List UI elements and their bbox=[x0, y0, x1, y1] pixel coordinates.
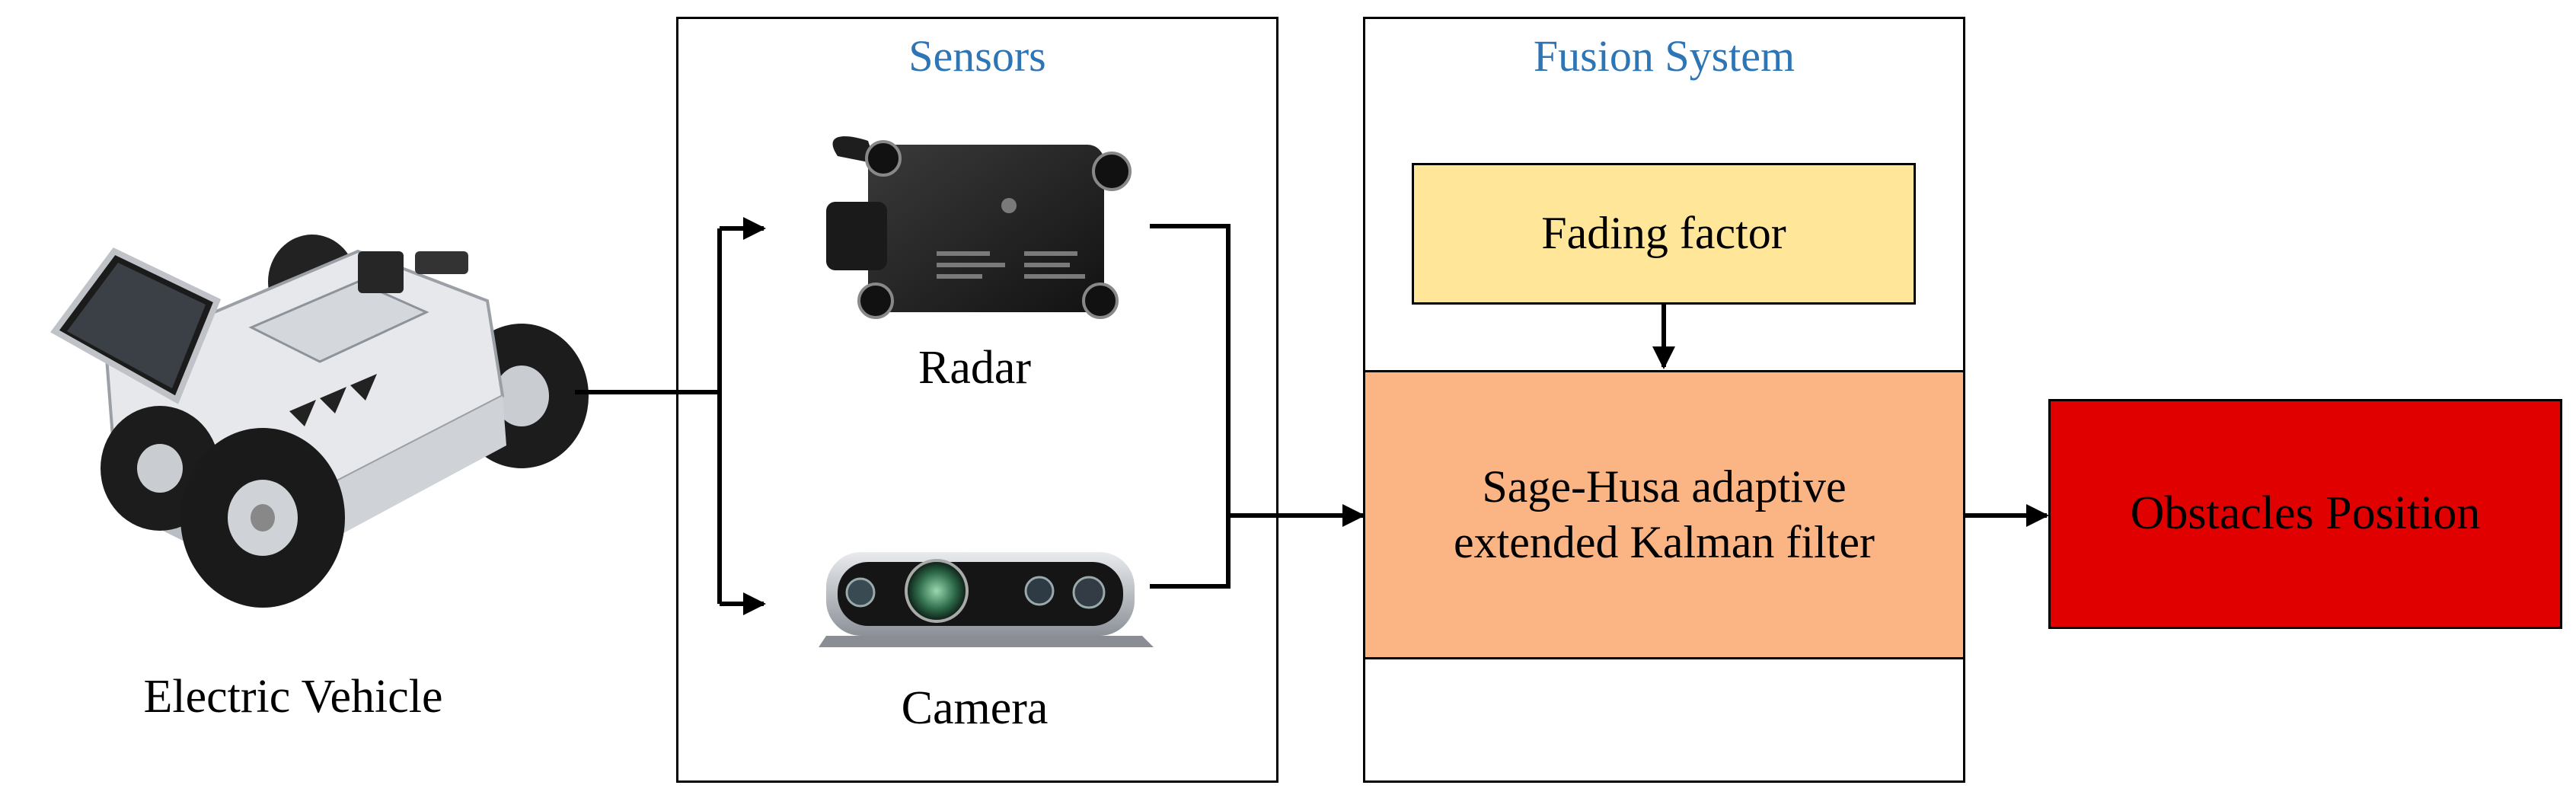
connectors bbox=[575, 217, 2049, 615]
fusion-title: Fusion System bbox=[1533, 31, 1796, 81]
robot-vehicle-icon bbox=[50, 235, 589, 608]
obstacles-position-label: Obstacles Position bbox=[2130, 487, 2481, 540]
sensors-panel bbox=[676, 17, 1278, 783]
kalman-filter-box: Sage-Husa adaptive extended Kalman filte… bbox=[1363, 370, 1965, 659]
kalman-filter-line1: Sage-Husa adaptive bbox=[1482, 461, 1847, 512]
fading-factor-label: Fading factor bbox=[1541, 208, 1786, 259]
radar-label: Radar bbox=[918, 342, 1032, 394]
fading-factor-box: Fading factor bbox=[1412, 163, 1916, 305]
radar-sensor-icon bbox=[826, 136, 1132, 319]
vehicle-label: Electric Vehicle bbox=[143, 671, 443, 723]
connector-from-radar bbox=[1150, 224, 1231, 516]
depth-camera-icon bbox=[819, 552, 1154, 647]
sensors-title: Sensors bbox=[908, 31, 1046, 81]
camera-label: Camera bbox=[901, 682, 1049, 734]
obstacles-position-box: Obstacles Position bbox=[2048, 399, 2562, 629]
kalman-filter-line2: extended Kalman filter bbox=[1453, 517, 1875, 567]
connector-from-camera bbox=[1150, 516, 1231, 589]
